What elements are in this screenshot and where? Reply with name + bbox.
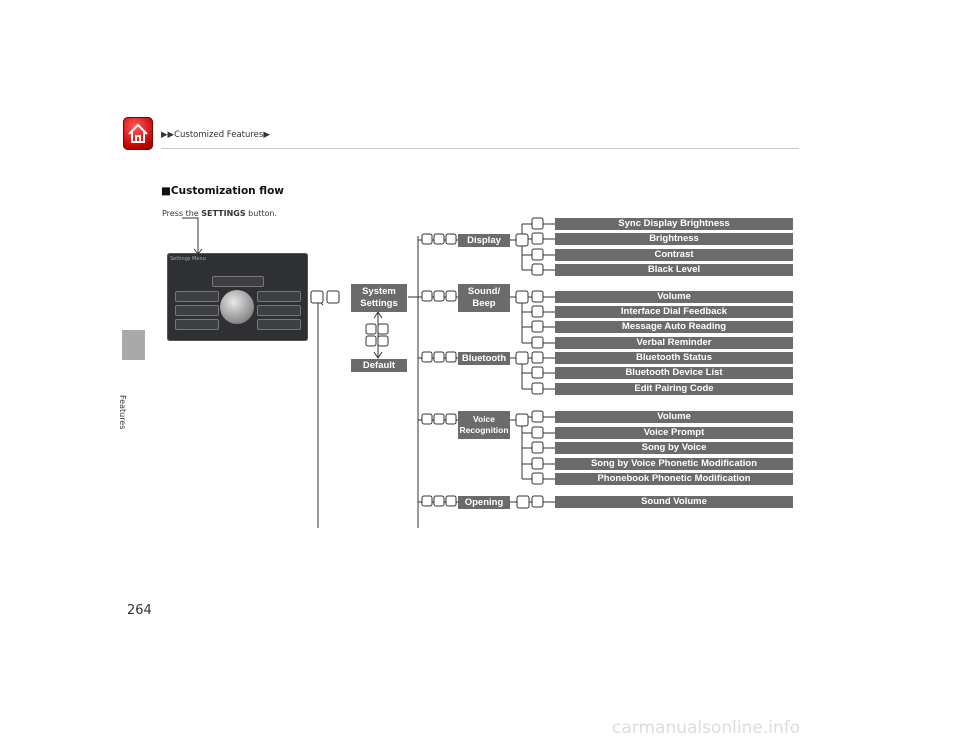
node-display: Display <box>458 234 510 247</box>
node-voice-recognition: Voice Recognition <box>458 411 510 439</box>
page-number: 264 <box>127 603 152 618</box>
interface-dial-icon <box>220 290 254 324</box>
screen-option <box>257 305 301 316</box>
leaf-voice-volume: Volume <box>555 411 793 423</box>
node-opening: Opening <box>458 496 510 509</box>
screen-option <box>175 319 219 330</box>
home-button[interactable] <box>123 117 153 150</box>
screen-option <box>175 305 219 316</box>
leaf-interface-dial-feedback: Interface Dial Feedback <box>555 306 793 318</box>
leaf-voice-prompt: Voice Prompt <box>555 427 793 439</box>
leaf-phonebook-phonetic: Phonebook Phonetic Modification <box>555 473 793 485</box>
leaf-verbal-reminder: Verbal Reminder <box>555 337 793 349</box>
leaf-volume: Volume <box>555 291 793 303</box>
leaf-bluetooth-device-list: Bluetooth Device List <box>555 367 793 379</box>
leaf-song-by-voice: Song by Voice <box>555 442 793 454</box>
settings-screen-image: Settings Menu <box>167 253 308 341</box>
dial-press-icons <box>310 217 544 509</box>
leaf-contrast: Contrast <box>555 249 793 261</box>
leaf-message-auto-reading: Message Auto Reading <box>555 321 793 333</box>
leaf-brightness: Brightness <box>555 233 793 245</box>
node-bluetooth: Bluetooth <box>458 352 510 365</box>
header-divider <box>161 148 799 149</box>
home-icon <box>128 123 148 143</box>
leaf-sync-display-brightness: Sync Display Brightness <box>555 218 793 230</box>
leaf-bluetooth-status: Bluetooth Status <box>555 352 793 364</box>
section-title: ■Customization flow <box>161 185 284 197</box>
screen-title: Settings Menu <box>170 256 206 262</box>
section-tab <box>122 330 145 360</box>
screen-option <box>257 319 301 330</box>
settings-button-label: SETTINGS <box>201 209 246 218</box>
leaf-song-by-voice-phonetic: Song by Voice Phonetic Modification <box>555 458 793 470</box>
watermark: carmanualsonline.info <box>612 718 801 738</box>
leaf-black-level: Black Level <box>555 264 793 276</box>
node-sound-beep: Sound/ Beep <box>458 284 510 312</box>
leaf-edit-pairing-code: Edit Pairing Code <box>555 383 793 395</box>
node-system-settings: System Settings <box>351 284 407 312</box>
leaf-sound-volume: Sound Volume <box>555 496 793 508</box>
breadcrumb[interactable]: ▶▶Customized Features▶ <box>161 130 270 140</box>
screen-option <box>257 291 301 302</box>
screen-option <box>175 291 219 302</box>
node-default: Default <box>351 359 407 372</box>
press-instruction: Press the SETTINGS button. <box>162 209 278 218</box>
screen-option <box>212 276 264 287</box>
